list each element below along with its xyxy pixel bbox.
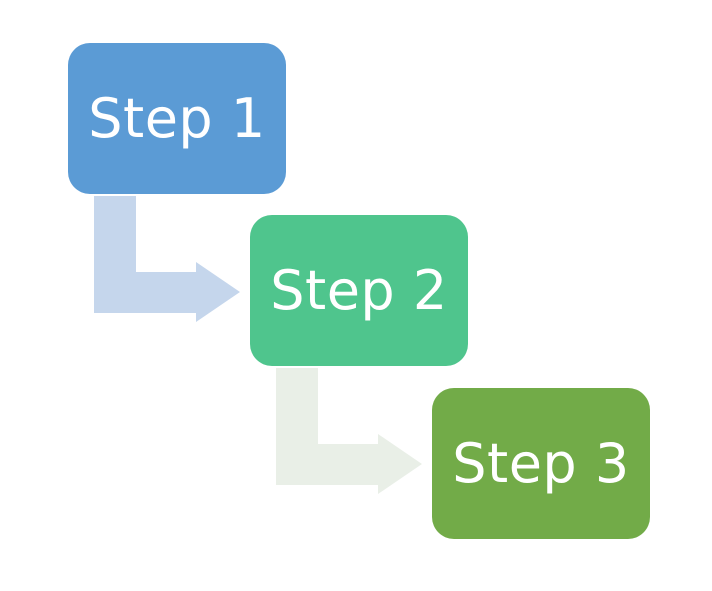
step-1-label: Step 1 xyxy=(88,87,266,150)
bent-arrow-step2-to-step3 xyxy=(276,368,422,494)
step-3-label: Step 3 xyxy=(452,432,630,495)
step-2-label: Step 2 xyxy=(270,259,448,322)
step-2-box: Step 2 xyxy=(250,215,468,366)
step-3-box: Step 3 xyxy=(432,388,650,539)
step-1-box: Step 1 xyxy=(68,43,286,194)
bent-arrow-step1-to-step2 xyxy=(94,196,240,322)
